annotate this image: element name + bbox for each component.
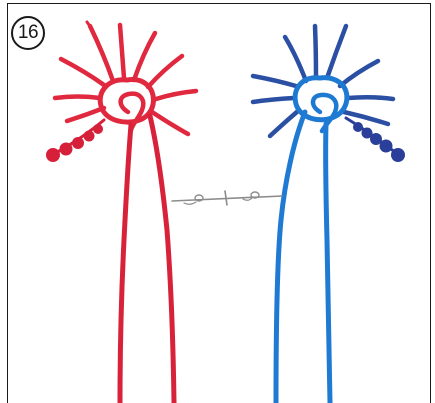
- left-neuron: [46, 22, 196, 403]
- synapse-connector: [172, 191, 282, 205]
- right-neuron-axon-a: [276, 112, 305, 403]
- left-neuron-axon-a: [120, 125, 131, 403]
- left-neuron-axon-b: [150, 116, 174, 403]
- right-neuron: [253, 26, 405, 403]
- right-neuron-axon-b: [326, 124, 330, 403]
- left-neuron-soma: [100, 79, 153, 122]
- figure-number-badge: 16: [11, 16, 45, 50]
